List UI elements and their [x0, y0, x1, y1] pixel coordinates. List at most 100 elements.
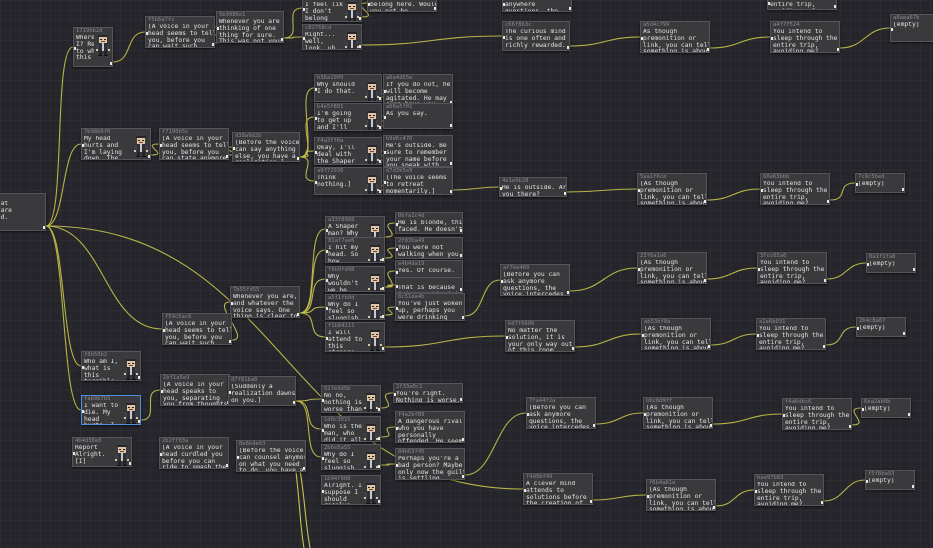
dialogue-node-23f6a1e6[interactable]: 23f6a1e6[As though premonition or link, … — [637, 252, 707, 284]
input-port[interactable] — [396, 307, 398, 310]
output-port[interactable] — [834, 5, 836, 8]
input-port[interactable] — [229, 391, 231, 394]
input-port[interactable] — [384, 90, 386, 93]
input-port[interactable] — [862, 408, 864, 411]
input-port[interactable] — [326, 337, 328, 340]
input-port[interactable] — [500, 187, 502, 190]
dialogue-node-d38a9d2b[interactable]: d38a9d2b[Before the voice can say anythi… — [232, 132, 300, 162]
output-port[interactable] — [704, 279, 706, 282]
output-port[interactable] — [359, 45, 361, 48]
input-port[interactable] — [758, 268, 760, 271]
output-port[interactable] — [138, 420, 140, 423]
input-port[interactable] — [642, 334, 644, 337]
input-port[interactable] — [326, 307, 328, 310]
output-port[interactable] — [903, 332, 905, 335]
input-port[interactable] — [761, 189, 763, 192]
input-port[interactable] — [867, 263, 869, 266]
input-port[interactable] — [315, 151, 317, 154]
input-port[interactable] — [384, 116, 386, 119]
output-port[interactable] — [462, 475, 464, 478]
input-port[interactable] — [524, 489, 526, 492]
output-port[interactable] — [590, 500, 592, 503]
input-port[interactable] — [322, 429, 324, 432]
input-port[interactable] — [647, 495, 649, 498]
input-port[interactable] — [326, 250, 328, 253]
input-port[interactable] — [644, 413, 646, 416]
output-port[interactable] — [226, 155, 228, 158]
dialogue-node-n5[interactable]: belong here. Would you not be silenced? — [367, 0, 437, 12]
input-port[interactable] — [82, 366, 84, 369]
output-port[interactable] — [359, 17, 361, 20]
dialogue-node-0e6b4e63[interactable]: 0e6b4e63[Before the voice can counsel an… — [236, 440, 306, 472]
input-port[interactable] — [322, 457, 324, 460]
dialogue-node-f5b6a7fc[interactable]: f5b6a7fc[A voice in your head seems to t… — [145, 16, 215, 48]
input-port[interactable] — [503, 36, 505, 39]
input-port[interactable] — [783, 414, 785, 417]
dialogue-node-f6b4a81e[interactable]: f6b4a81e[As though premonition or link, … — [646, 479, 716, 511]
dialogue-node-a8aea67b[interactable]: a8aea67b[empty] — [890, 14, 933, 42]
output-port[interactable] — [379, 160, 381, 163]
output-port[interactable] — [837, 48, 839, 51]
input-port[interactable] — [384, 181, 386, 184]
input-port[interactable] — [217, 27, 219, 30]
output-port[interactable] — [378, 437, 380, 440]
output-port[interactable] — [710, 424, 712, 427]
input-port[interactable] — [368, 3, 370, 6]
input-port[interactable] — [303, 8, 305, 11]
input-port[interactable] — [856, 183, 858, 186]
output-port[interactable] — [43, 226, 45, 229]
input-port[interactable] — [231, 302, 233, 305]
input-port[interactable] — [394, 393, 396, 396]
input-port[interactable] — [160, 453, 162, 456]
output-port[interactable] — [378, 408, 380, 411]
dialogue-node-7fa44f2a[interactable]: 7fa44f2a[Before you can ask anymore ques… — [526, 397, 596, 429]
output-port[interactable] — [379, 190, 381, 193]
output-port[interactable] — [564, 192, 566, 195]
output-port[interactable] — [382, 347, 384, 350]
output-port[interactable] — [462, 438, 464, 441]
output-port[interactable] — [567, 291, 569, 294]
input-port[interactable] — [641, 37, 643, 40]
input-port[interactable] — [326, 229, 328, 232]
output-port[interactable] — [450, 124, 452, 127]
input-port[interactable] — [866, 480, 868, 483]
dialogue-node-f59c5ac6[interactable]: f59c5ac6[A voice in your head seems to t… — [162, 313, 232, 345]
output-port[interactable] — [297, 313, 299, 316]
dialogue-node-n0[interactable]: ocat s are red. — [0, 193, 46, 231]
output-port[interactable] — [912, 485, 914, 488]
input-port[interactable] — [501, 280, 503, 283]
input-port[interactable] — [891, 28, 893, 31]
input-port[interactable] — [638, 268, 640, 271]
input-port[interactable] — [322, 490, 324, 493]
output-port[interactable] — [908, 413, 910, 416]
input-port[interactable] — [82, 144, 84, 147]
input-port[interactable] — [315, 88, 317, 91]
input-port[interactable] — [384, 151, 386, 154]
output-port[interactable] — [212, 43, 214, 46]
output-port[interactable] — [823, 345, 825, 348]
output-port[interactable] — [450, 162, 452, 165]
output-port[interactable] — [382, 315, 384, 318]
input-port[interactable] — [322, 399, 324, 402]
dialogue-node-1bf1a5e9[interactable]: 1bf1a5e9[A voice in your head speaks to … — [160, 374, 230, 406]
output-port[interactable] — [382, 287, 384, 290]
output-port[interactable] — [378, 465, 380, 468]
dialogue-node-7c9c5bed[interactable]: 7c9c5bed[empty] — [855, 173, 905, 193]
